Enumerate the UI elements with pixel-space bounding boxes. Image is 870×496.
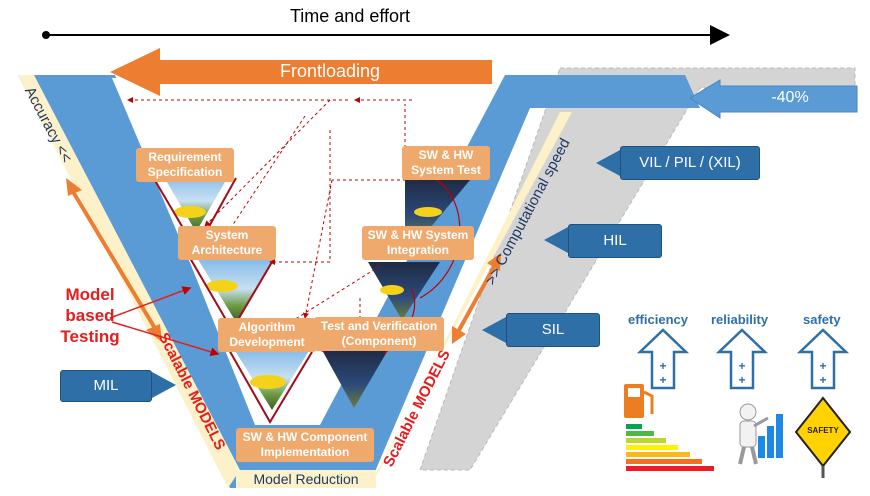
step-component-implementation: SW & HW Component Implementation [236,428,374,462]
mil-pointer [152,372,176,398]
growth-chart-icon [738,403,783,465]
car-image-2 [196,256,276,322]
timeline-label: Time and effort [289,6,411,26]
svg-text:+: + [738,359,745,373]
car-image-6 [322,350,388,408]
bottom-band [236,470,376,488]
step-system-integration: SW & HW System Integration [362,226,474,260]
step-system-architecture: System Architecture [178,226,276,260]
model-reduction-label: Model Reduction [253,471,359,487]
svg-text:+: + [819,373,826,387]
safety-sign-text: SAFETY [807,426,839,435]
reliability-up-arrow [715,328,769,390]
shadow-band [419,67,856,471]
efficiency-up-arrow [636,328,690,390]
sil-callout: SIL [506,313,600,347]
reduction-label: -40% [771,89,809,106]
safety-label: safety [803,312,841,327]
svg-text:+: + [659,359,666,373]
frontloading-arrow [110,48,492,96]
speed-arrow [456,264,497,333]
mil-callout: MIL [60,370,152,402]
mbt-arrow-1 [109,286,192,319]
sil-pointer [482,317,506,343]
timeline-start-dot [42,31,50,39]
car-image-5 [368,262,440,320]
safety-up-arrow [796,328,850,390]
step-test-verification-component: Test and Verification (Component) [314,317,444,351]
right-band [368,112,572,488]
svg-text:+: + [738,373,745,387]
step-requirement-specification: Requirement Specification [136,148,234,182]
fuel-pump-icon [624,384,654,418]
reliability-label: reliability [711,312,769,327]
hil-pointer [544,227,568,253]
mbt-arrow-2 [111,321,220,357]
safety-sign-icon [794,396,852,478]
car-image-1 [160,170,232,232]
step-algorithm-development: Algorithm Development [218,318,316,352]
hil-callout: HIL [568,224,662,258]
energy-label-icon [626,424,714,471]
step-system-test: SW & HW System Test [402,146,490,180]
reduction-arrow [689,79,858,119]
mbt-line-1: Model [65,285,115,304]
model-based-testing-label: Model based Testing [50,284,130,347]
vil-pointer [596,150,620,176]
svg-text:+: + [659,373,666,387]
mbt-line-2: based [65,306,115,325]
svg-text:+: + [819,359,826,373]
efficiency-label: efficiency [628,312,688,327]
mbt-line-3: Testing [60,327,120,346]
vil-pil-xil-callout: VIL / PIL / (XIL) [620,146,760,180]
frontloading-label: Frontloading [279,61,381,81]
